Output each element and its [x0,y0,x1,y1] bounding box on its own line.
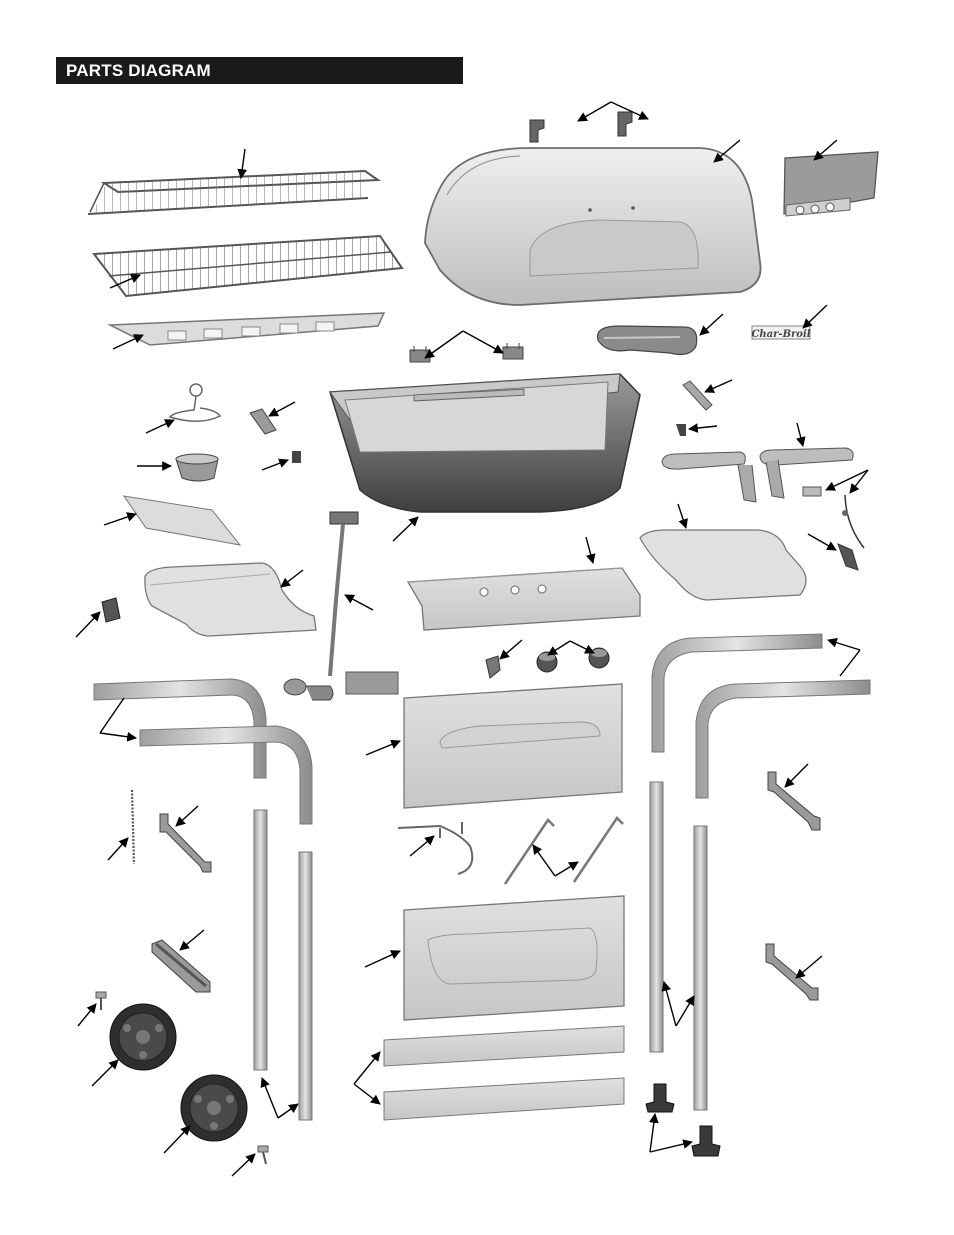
leg-levelers [646,1084,720,1156]
grease-cup-hook [146,384,220,433]
wheel-rear [164,1075,247,1153]
grease-cup [137,454,218,481]
firebox-bracket-pair [410,331,523,362]
igniter-electrode [808,534,858,570]
burner-bracket [683,380,732,410]
support-bracket-right-lower [766,944,822,1000]
regulator-hose [284,512,398,700]
logo-badge: Char-Broil [751,305,827,340]
front-panel-upper [366,684,622,808]
tank-support [152,930,210,992]
lid [425,140,761,305]
warming-rack [88,149,378,214]
lid-hinge-pair [530,102,648,142]
logo-text: Char-Broil [751,329,810,340]
control-knob-pair [537,641,609,672]
lower-leg-pair-right [650,782,707,1110]
axle [108,790,134,864]
small-clip-right [676,424,717,436]
right-side-shelf [640,504,806,600]
front-panel-lower [365,896,624,1020]
wheel-bolt [78,992,106,1026]
right-leg-pair [652,634,870,798]
firebox [330,374,640,541]
ignitor-button [486,640,522,678]
support-bracket-right-upper [768,764,820,830]
support-bracket-left [160,806,211,872]
axle-pin [232,1146,268,1176]
small-clip-left [262,451,301,470]
left-leg-pair [94,679,312,824]
left-small-plate [76,598,120,637]
bottom-panel-pair [354,1026,624,1120]
heat-shield [784,140,878,216]
lid-handle [597,314,723,354]
tank-retainer-pair [505,818,623,884]
left-heat-deflector [104,496,240,545]
lower-leg-pair-left [254,810,312,1120]
side-bracket-left [250,402,295,434]
cooking-grate [94,236,402,296]
wheel-front [92,1004,176,1086]
tank-hook [398,822,472,874]
control-panel [408,537,640,630]
burner-pair [662,423,853,502]
left-side-shelf [145,563,316,636]
heat-tent [110,313,384,349]
